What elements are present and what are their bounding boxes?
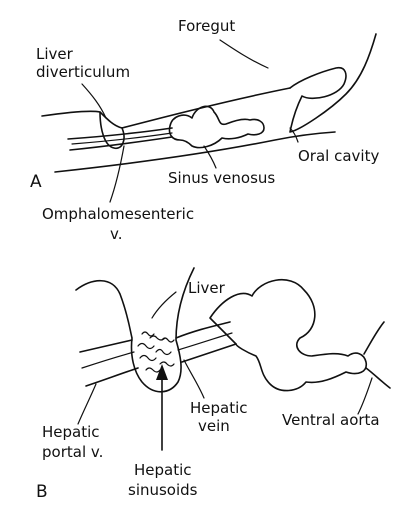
label-omphalomesenteric-line2: v. bbox=[110, 226, 122, 243]
label-hepatic-sinusoids-line1: Hepatic bbox=[134, 462, 192, 479]
leader-ventral-aorta bbox=[358, 378, 372, 414]
label-foregut: Foregut bbox=[178, 18, 235, 35]
liver-outline bbox=[76, 268, 194, 392]
label-oral-cavity: Oral cavity bbox=[298, 148, 379, 165]
leader-liver bbox=[152, 292, 176, 318]
omphalomesenteric-vein-upper bbox=[68, 128, 172, 139]
hepatic-portal-vein-upper bbox=[80, 340, 132, 352]
gut-tube-upper-wall bbox=[42, 88, 290, 128]
leader-hepatic-vein bbox=[184, 360, 204, 398]
label-sinus-venosus: Sinus venosus bbox=[168, 170, 275, 187]
label-liver: Liver bbox=[188, 280, 225, 297]
hepatic-sinusoids-squiggles bbox=[138, 332, 174, 372]
leader-hepatic-portal bbox=[78, 384, 96, 424]
hepatic-portal-vein-lower bbox=[86, 368, 138, 386]
panel-a-letter: A bbox=[30, 174, 42, 191]
foregut-outline bbox=[290, 34, 376, 132]
leader-sinus-venosus bbox=[204, 146, 216, 168]
label-hepatic-sinusoids-line2: sinusoids bbox=[128, 482, 198, 499]
leader-omphalomesenteric bbox=[110, 146, 124, 202]
label-omphalomesenteric-line1: Omphalomesenteric bbox=[42, 206, 194, 223]
label-hepatic-vein-line1: Hepatic bbox=[190, 400, 248, 417]
label-hepatic-portal-line1: Hepatic bbox=[42, 424, 100, 441]
liver-diverticulum bbox=[100, 112, 124, 148]
heart-tube bbox=[210, 280, 366, 391]
gut-tube-lower-wall bbox=[55, 132, 335, 172]
hepatic-portal-vein-inner bbox=[82, 352, 134, 368]
label-hepatic-vein-line2: vein bbox=[198, 418, 230, 435]
label-liver-diverticulum-line2: diverticulum bbox=[36, 64, 130, 81]
label-liver-diverticulum-line1: Liver bbox=[36, 46, 73, 63]
label-ventral-aorta: Ventral aorta bbox=[282, 412, 380, 429]
leader-foregut bbox=[220, 40, 268, 68]
leader-liver-diverticulum bbox=[82, 84, 106, 118]
panel-b-letter: B bbox=[36, 484, 48, 501]
ventral-aorta-upper bbox=[364, 322, 384, 354]
label-hepatic-portal-line2: portal v. bbox=[42, 444, 103, 461]
